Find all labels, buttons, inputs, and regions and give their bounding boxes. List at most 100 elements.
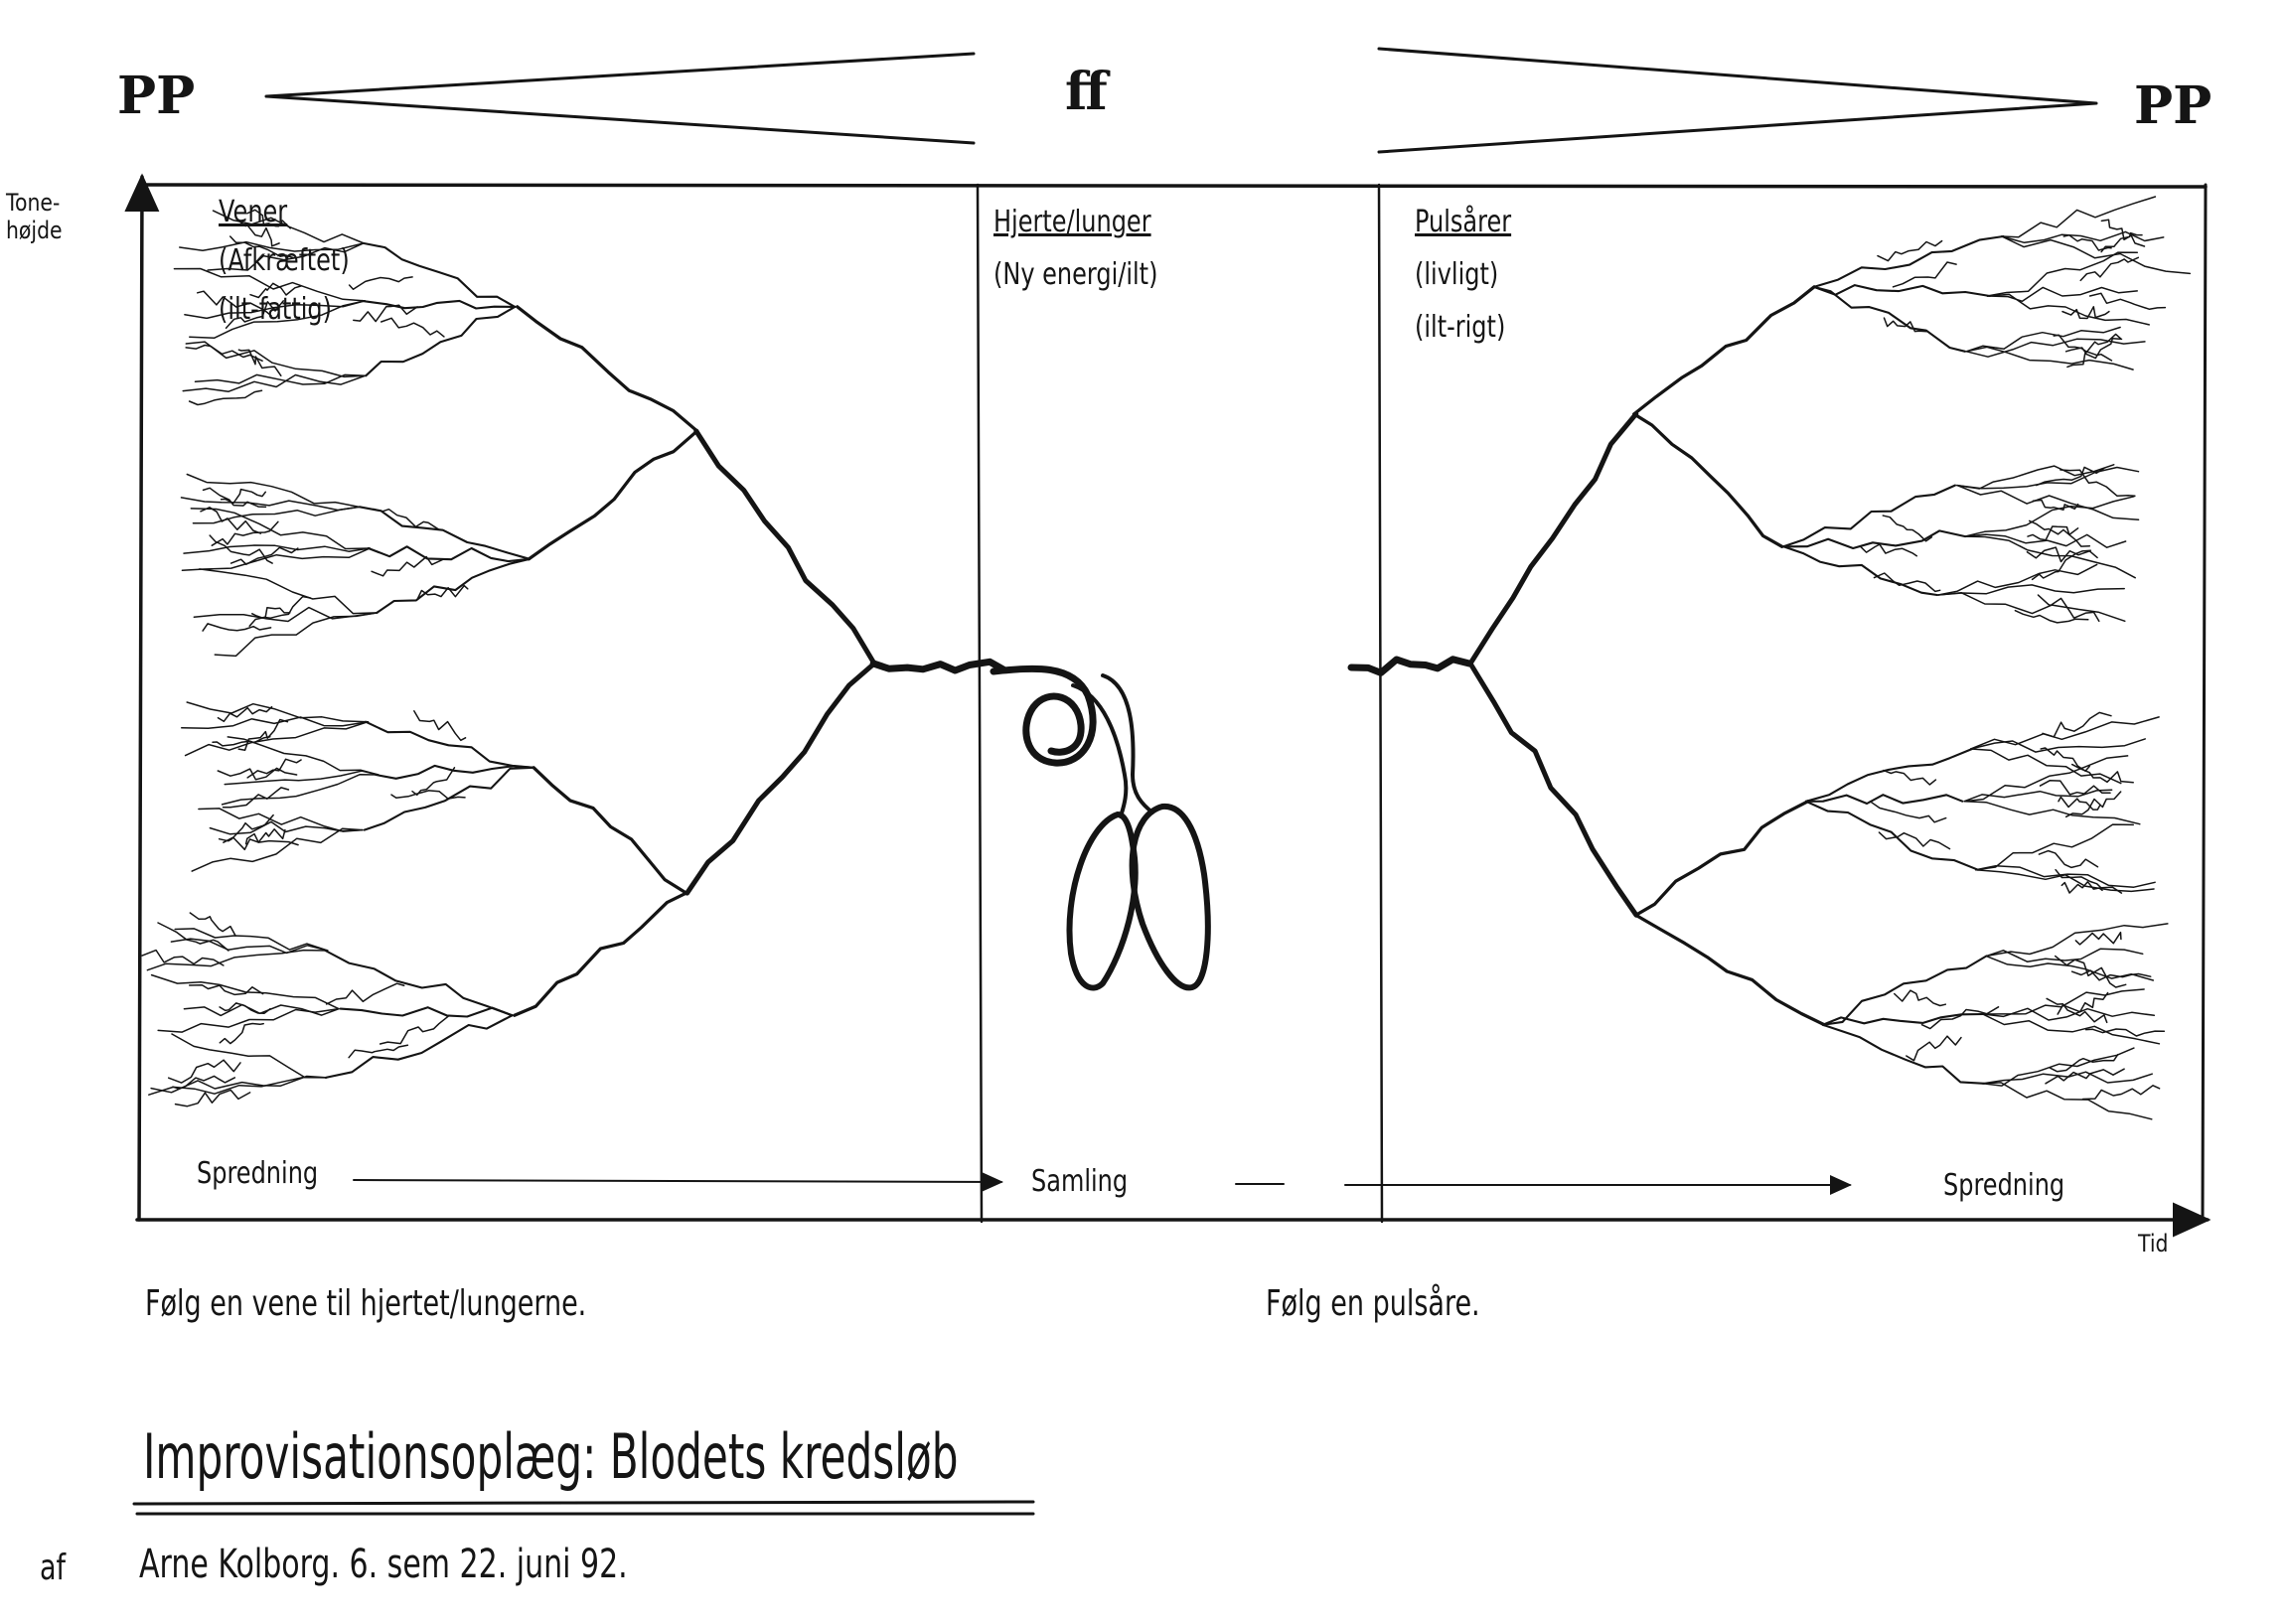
artery-branch-twig <box>2026 546 2098 563</box>
artery-branch-twig <box>2100 219 2146 247</box>
artery-branch-twig <box>2014 609 2089 624</box>
vein-branch <box>184 720 370 757</box>
vein-branch <box>693 428 877 666</box>
artery-branch <box>1981 1047 2135 1087</box>
section-note: (Ny energi/ilt) <box>993 257 1158 292</box>
vein-branch-twig <box>229 235 295 259</box>
y-axis-label: Tone- højde <box>6 189 63 244</box>
vein-branch <box>209 820 364 835</box>
artery-branch-twig <box>2079 256 2140 282</box>
artery-branch <box>1982 1007 2156 1021</box>
vein-branch-twig <box>373 508 439 530</box>
artery-branch-twig <box>2088 292 2167 311</box>
artery-branch <box>1965 338 2146 358</box>
section-veins: Vener (Afkræftet) (ilt-fattig) <box>219 195 350 327</box>
artery-branch <box>2001 230 2165 244</box>
artery-branch <box>1632 285 1816 416</box>
artery-branch <box>1963 789 2113 803</box>
section-divider-2 <box>1377 183 1384 1224</box>
artery-branch <box>1633 913 1826 1027</box>
artery-branch-twig <box>2037 594 2100 623</box>
vein-branch-twig <box>141 949 225 966</box>
vein-branch <box>527 429 699 561</box>
artery-branch-twig <box>1882 515 1933 542</box>
artery-branch <box>1821 955 1988 1026</box>
artery-branch-twig <box>1877 239 1943 262</box>
artery-branch-twig <box>2084 1028 2166 1037</box>
vein-branch <box>214 612 379 658</box>
artery-branch <box>1937 584 2125 596</box>
artery-branch <box>1986 251 2139 297</box>
artery-branch-twig <box>1869 801 1947 823</box>
vein-branch <box>324 1014 514 1079</box>
artery-branch <box>1963 496 2135 537</box>
artery-branch-twig <box>2060 881 2103 894</box>
flow-arrow-left <box>353 1171 1003 1192</box>
vein-branch-twig <box>174 1089 251 1107</box>
artery-branch <box>1963 800 2141 825</box>
vein-branch <box>685 661 877 896</box>
artery-branch <box>1965 326 2121 353</box>
heart-lungs <box>990 664 1211 991</box>
vein-branch-twig <box>244 828 286 845</box>
vein-branch <box>339 1006 514 1018</box>
vein-branch <box>324 949 514 1017</box>
artery-branch <box>2001 196 2157 238</box>
artery-branch <box>1467 411 1639 666</box>
artery-branch-twig <box>2070 969 2152 981</box>
vein-branch-twig <box>246 758 302 779</box>
dynamic-peak: ff <box>1065 62 1108 122</box>
vein-branch-twig <box>219 1022 264 1045</box>
heart-loop <box>990 664 1097 767</box>
vein-branch-twig <box>325 982 405 1005</box>
artery-branch <box>1937 591 2126 623</box>
artery-branch-twig <box>2032 499 2079 512</box>
flow-label-right: Spredning <box>1943 1168 2065 1203</box>
artery-branch <box>1982 1013 2161 1045</box>
vein-branch-twig <box>348 276 413 290</box>
artery-branch-twig <box>2064 333 2122 355</box>
pulmonary-vessel-left <box>1071 683 1129 818</box>
artery-branch-twig <box>2036 466 2105 487</box>
artery-branch <box>1804 800 1979 871</box>
section-heart-lungs: Hjerte/lunger (Ny energi/ilt) <box>993 205 1157 292</box>
vein-branch-twig <box>218 813 274 842</box>
artery-branch <box>1963 533 2127 548</box>
vein-branch-twig <box>236 219 280 247</box>
vein-branch <box>148 1076 328 1096</box>
vein-branch <box>367 545 532 563</box>
vein-branch-twig <box>196 290 272 317</box>
vein-branch-twig <box>202 487 267 509</box>
vein-branch <box>516 305 699 433</box>
artery-branch-twig <box>2038 849 2099 869</box>
vein-branch-twig <box>348 1044 409 1059</box>
artery-branch-twig <box>2060 469 2136 498</box>
vein-branch-twig <box>246 209 291 229</box>
y-axis-arrow <box>124 173 160 1222</box>
frame-right <box>2201 183 2208 1222</box>
artery-branch <box>1974 823 2135 871</box>
vein-branch <box>186 473 361 509</box>
instruction-right: Følg en pulsåre. <box>1266 1283 1480 1324</box>
vein-branch <box>376 557 532 614</box>
artery-branch <box>1821 1023 1986 1085</box>
artery-branch-twig <box>2055 868 2123 894</box>
decrescendo-hairpin <box>1377 47 2098 154</box>
artery-branch-twig <box>1859 543 1918 557</box>
artery-branch <box>1963 755 2129 803</box>
vein-branch-twig <box>212 735 271 747</box>
title-underline <box>132 1500 1035 1516</box>
vein-branch-twig <box>200 507 262 534</box>
vein-branch <box>173 267 366 302</box>
artery-branch <box>1974 864 2156 888</box>
y-axis-label-line1: Tone- <box>6 189 61 217</box>
artery-trunk <box>1347 656 1473 676</box>
vein-branch-twig <box>380 317 445 338</box>
artery-branch <box>1969 748 2122 785</box>
vein-branch-twig <box>248 595 311 627</box>
vein-branch-twig <box>188 389 263 406</box>
artery-branch-twig <box>2028 519 2091 547</box>
artery-branch-twig <box>2066 338 2123 369</box>
pulmonary-vessel-right <box>1101 673 1154 814</box>
